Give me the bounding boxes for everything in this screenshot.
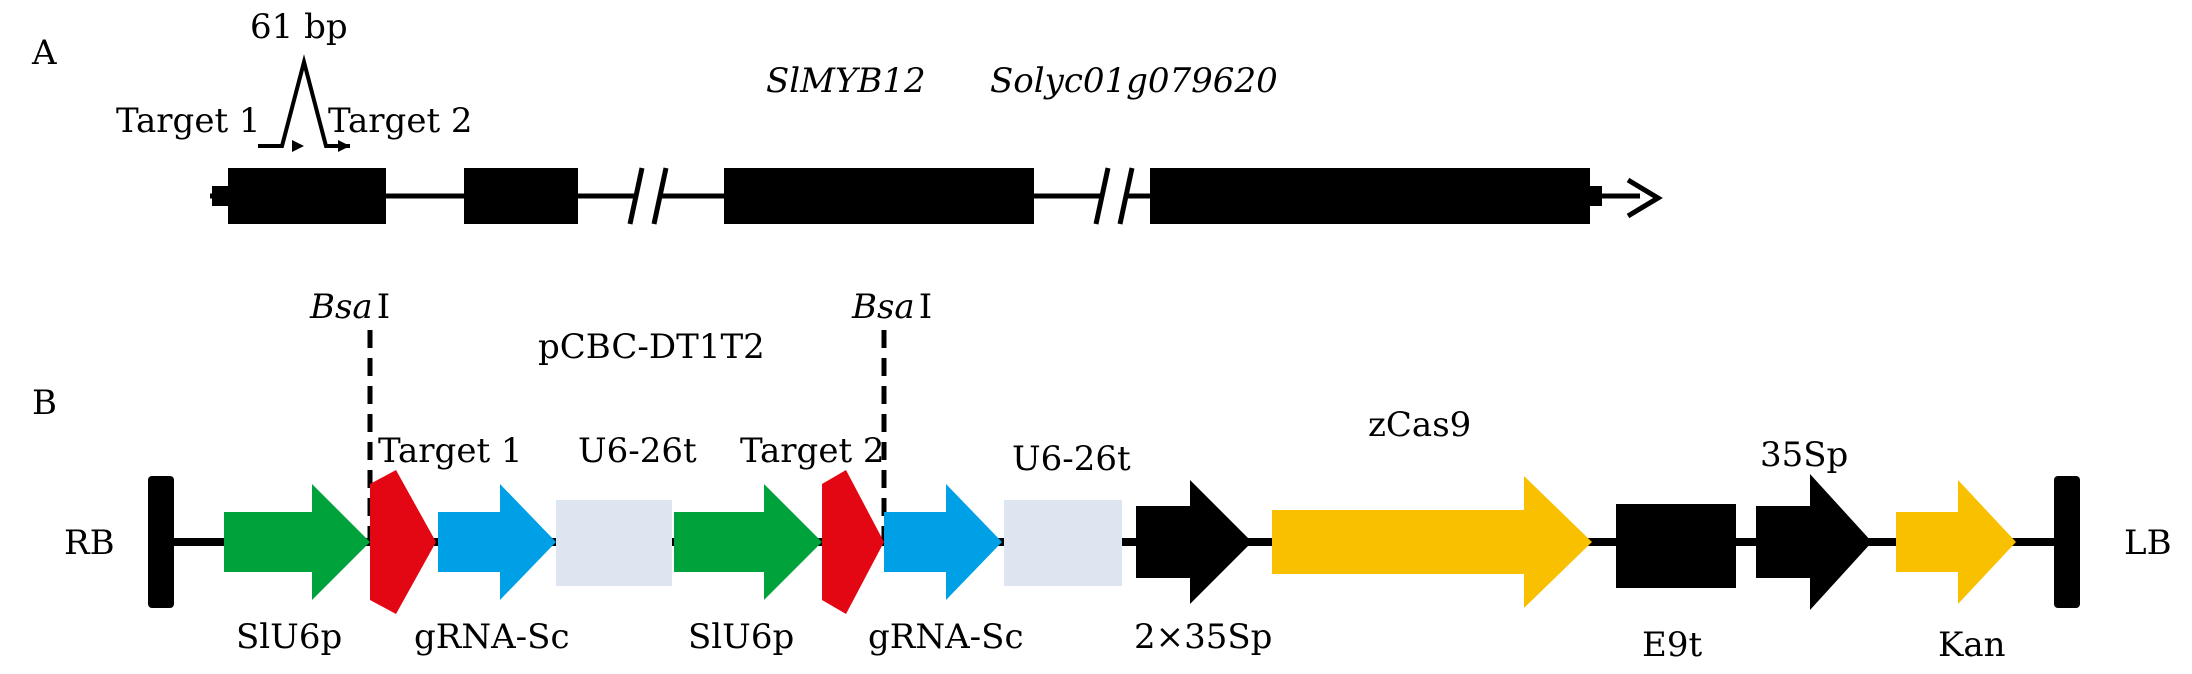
target1-label-a: Target 1 (116, 101, 261, 141)
grna-sc-label-2: gRNA-Sc (868, 617, 1024, 657)
rb-label: RB (64, 523, 115, 563)
rb-border-bar (148, 476, 174, 608)
break-slash-2a (1093, 167, 1111, 225)
break-slash-2b (1117, 167, 1135, 225)
slu6p-label-2: SlU6p (688, 617, 794, 657)
e9t-label: E9t (1642, 625, 1702, 665)
exon-1 (228, 168, 386, 224)
target1-arrowhead (292, 140, 304, 152)
utr-5 (212, 186, 232, 206)
kan-arrow (1896, 480, 2016, 604)
gene-model (210, 167, 1663, 225)
plasmid-label: pCBC-DT1T2 (538, 327, 765, 367)
exon-2 (464, 168, 578, 224)
break-slash-1a (627, 167, 645, 225)
break-gap-1 (638, 184, 658, 208)
target1-label-b: Target 1 (378, 431, 523, 471)
grna-sc-arrow-1 (438, 484, 556, 600)
slu6p-arrow-1 (224, 484, 370, 600)
utr-3 (1586, 186, 1602, 206)
target2-arrow (822, 470, 884, 614)
deletion-size-label: 61 bp (250, 7, 348, 47)
grna-sc-arrow-2 (884, 484, 1002, 600)
grna-sc-label-1: gRNA-Sc (414, 617, 570, 657)
bsa1-roman: Ⅰ (377, 287, 390, 327)
exon-4 (1150, 168, 1590, 224)
zcas9-label: zCas9 (1368, 405, 1471, 445)
u6-26t-label-1: U6-26t (578, 431, 697, 471)
zcas9-arrow (1272, 476, 1592, 608)
u6-26t-box-1 (556, 500, 672, 586)
bsa2-italic: Bsa (851, 287, 915, 327)
lb-label: LB (2124, 523, 2172, 563)
target1-arrow (370, 470, 436, 614)
target2-arrowhead (338, 140, 350, 152)
bsa2-roman: Ⅰ (919, 287, 932, 327)
bsa1-italic: Bsa (309, 287, 373, 327)
p2x35s-arrow (1136, 480, 1252, 604)
u6-26t-label-2: U6-26t (1012, 439, 1131, 479)
exon-3 (724, 168, 1034, 224)
gene-id-label: Solyc01g079620 (990, 61, 1278, 101)
target2-label-a: Target 2 (328, 101, 473, 141)
direction-arrowhead (1626, 177, 1663, 219)
slu6p-arrow-2 (674, 484, 822, 600)
p35s-arrow (1756, 474, 1872, 610)
panel-b-label: B (32, 383, 57, 423)
break-slash-1b (651, 167, 669, 225)
target2-label-b: Target 2 (740, 431, 885, 471)
break-gap-2 (1104, 184, 1124, 208)
lb-border-bar (2054, 476, 2080, 608)
gene-name-label: SlMYB12 (766, 61, 926, 101)
p35s-label: 35Sp (1760, 435, 1848, 475)
e9t-box (1616, 504, 1736, 588)
u6-26t-box-2 (1004, 500, 1122, 586)
deletion-peak (258, 54, 350, 148)
panel-a-label: A (31, 33, 57, 73)
p2x35s-label: 2×35Sp (1134, 617, 1272, 657)
slu6p-label-1: SlU6p (236, 617, 342, 657)
kan-label: Kan (1938, 625, 2006, 665)
